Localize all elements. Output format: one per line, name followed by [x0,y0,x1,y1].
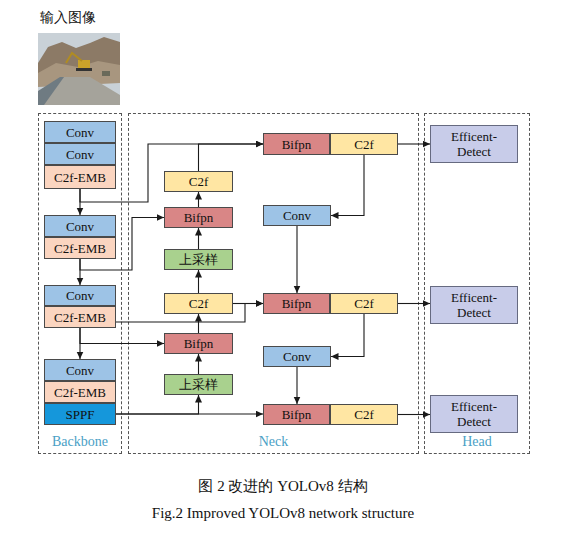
block-label: Conv [66,219,94,234]
connector-arrow [296,367,297,404]
block-label: Efficent-Detect [439,290,509,320]
photo-ditch [38,77,64,105]
photo-sky [38,33,120,105]
excavator-body [78,60,90,68]
bifpn-block: Bifpn [263,133,330,155]
block-label: C2f [354,296,374,311]
excavator-track [76,68,92,71]
connector-arrow [398,414,430,415]
input-photo [38,33,120,105]
block-label: C2f [354,137,374,152]
section-title: Head [425,434,529,450]
block-label: Bifpn [184,210,214,225]
connector-arrow [199,144,264,171]
conv-block: Conv [44,143,116,165]
block-label: SPPF [66,407,95,422]
connector-arrow [233,303,263,304]
connector-arrow [116,413,263,414]
conv-block: Conv [263,346,331,367]
c2f-emb-block: C2f-EMB [44,237,116,259]
connector-arrow [79,189,80,215]
c2f-emb-block: C2f-EMB [44,381,116,403]
bifpn-block: Bifpn [164,333,233,354]
block-label: C2f-EMB [54,385,106,400]
block-label: Conv [66,125,94,140]
connector-arrow [198,314,199,333]
block-label: 上采样 [179,252,218,267]
section-frame: BackboneConvConvC2f-EMBConvC2f-EMBConvC2… [38,113,122,454]
block-label: Conv [283,208,311,223]
image-title: 输入图像 [40,9,96,27]
c2f-block: C2f [330,404,398,425]
conv-block: Conv [44,285,116,306]
sppf-block: SPPF [44,403,116,425]
photo-road [38,77,120,105]
c2f-block: C2f [330,133,398,155]
connector-arrow [80,144,263,202]
detect-head: Efficent-Detect [430,125,518,163]
section-title: Neck [129,434,418,450]
block-label: C2f [354,407,374,422]
block-label: Conv [66,147,94,162]
section-frame: NeckBifpnC2fC2fBifpnConv上采样C2fBifpnC2fBi… [128,113,419,454]
block-label: Conv [66,363,94,378]
connector-arrow [398,303,430,304]
connector-arrow [80,328,164,344]
c2f-emb-block: C2f-EMB [44,306,116,328]
connector-arrow [79,259,80,285]
block-label: Bifpn [282,296,312,311]
block-label: Bifpn [184,336,214,351]
block-label: Efficent-Detect [439,129,509,159]
connector-arrow [331,155,364,216]
block-label: Efficent-Detect [439,399,509,429]
bifpn-block: Bifpn [164,207,233,228]
block-label: 上采样 [179,377,218,392]
conv-block: Conv [263,205,331,226]
bifpn-block: Bifpn [263,404,330,425]
block-label: C2f [189,174,209,189]
block-label: C2f-EMB [54,310,106,325]
connector-arrow [331,314,364,357]
c2f-block: C2f [330,293,398,314]
conv-block: Conv [44,215,116,237]
connector-arrow [198,228,199,249]
connector-arrow [198,270,199,293]
conv-block: Conv [44,121,116,143]
connector-arrow [398,143,430,144]
connector-arrow [198,192,199,207]
block-label: C2f-EMB [54,170,106,185]
connector-arrow [116,304,263,323]
section-frame: HeadEfficent-DetectEfficent-DetectEffice… [424,113,530,454]
bifpn-block: Bifpn [263,293,330,314]
upsample-block: 上采样 [164,249,233,270]
section-title: Backbone [39,434,121,450]
connector-arrow [79,328,80,359]
conv-block: Conv [44,359,116,381]
connector-arrow [80,218,164,271]
c2f-block: C2f [164,171,233,192]
c2f-emb-block: C2f-EMB [44,165,116,189]
block-label: Conv [66,288,94,303]
detect-head: Efficent-Detect [430,395,518,433]
c2f-block: C2f [164,293,233,314]
block-label: C2f [189,296,209,311]
block-label: Bifpn [282,137,312,152]
upsample-block: 上采样 [164,374,233,395]
excavator-arm [66,53,82,63]
connector-arrow [198,354,199,374]
detect-head: Efficent-Detect [430,286,518,324]
caption-english: Fig.2 Improved YOLOv8 network structure [0,505,566,522]
caption-chinese: 图 2 改进的 YOLOv8 结构 [0,477,566,496]
block-label: C2f-EMB [54,241,106,256]
block-label: Conv [283,349,311,364]
block-label: Bifpn [282,407,312,422]
connector-arrow [296,226,297,293]
connector-arrow [116,395,199,414]
photo-truck [102,71,110,76]
